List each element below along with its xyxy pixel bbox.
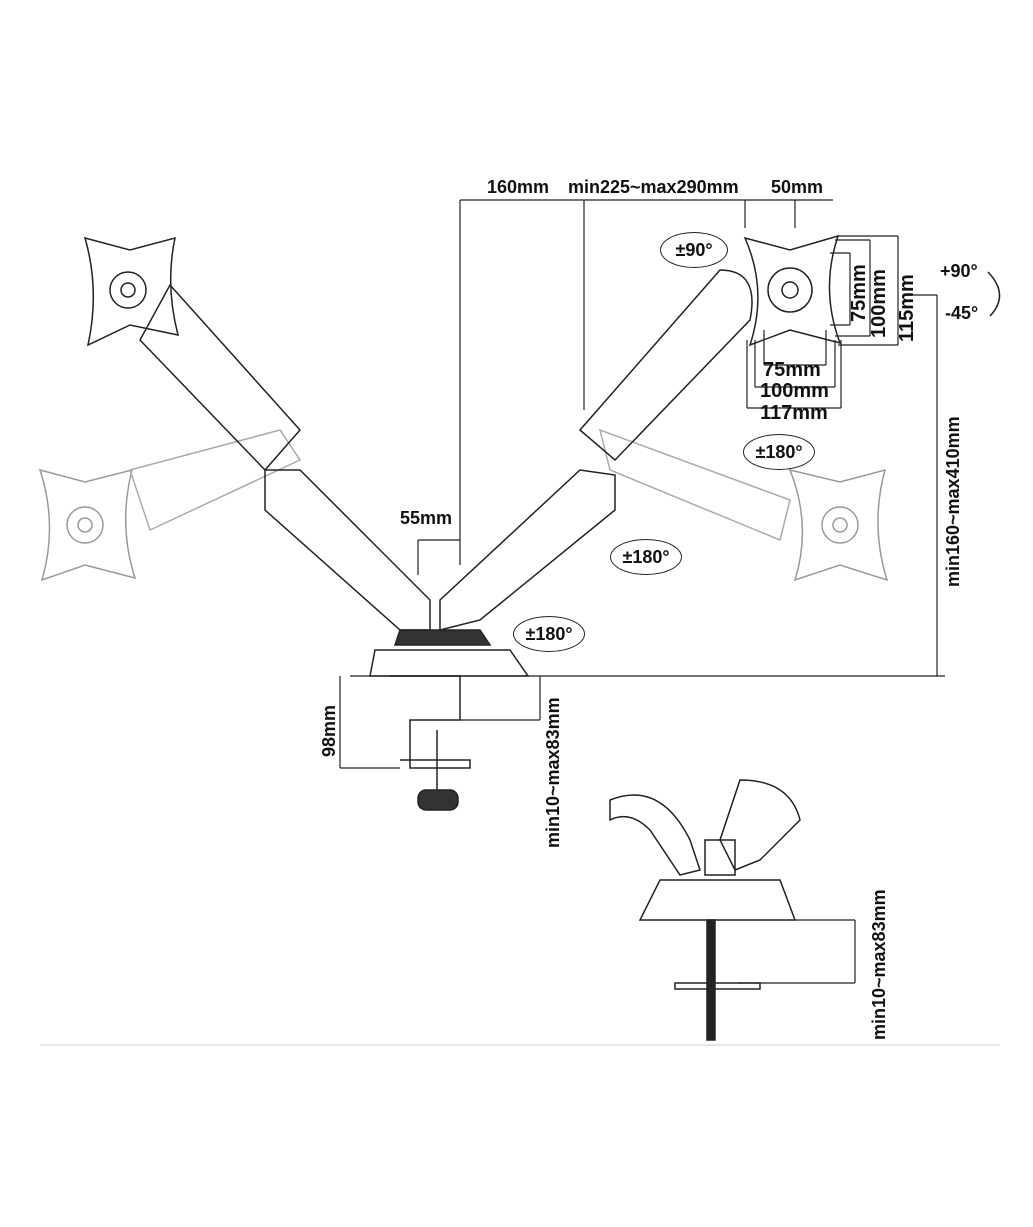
clamp-knob xyxy=(417,789,459,811)
head-rotation-badge: ±180° xyxy=(743,434,815,470)
elbow-rotation-badge: ±180° xyxy=(610,539,682,575)
upper-arm-right xyxy=(578,269,753,462)
clamp-thickness-label: min10~max83mm xyxy=(543,697,563,848)
tilt-down-label: -45° xyxy=(945,303,979,323)
vesa-horizontal-100: 100mm xyxy=(760,380,829,402)
pole-gap-label: 55mm xyxy=(400,508,453,528)
grommet-plate xyxy=(674,982,761,990)
vesa-plate-lower-right xyxy=(788,468,889,582)
swivel-rotation-badge: ±90° xyxy=(660,232,728,268)
arm-ghost-right xyxy=(598,428,791,542)
vesa-vertical-75: 75mm xyxy=(848,264,870,322)
vesa-plate-lower-left xyxy=(38,468,137,582)
grommet-thickness-label: min10~max83mm xyxy=(869,889,889,1040)
tilt-arrow-icon xyxy=(987,271,1001,317)
clamp-depth-label: 98mm xyxy=(319,704,339,757)
dimension-lines xyxy=(339,199,945,984)
vesa-horizontal-117: 117mm xyxy=(760,402,828,424)
vesa-vertical-115: 115mm xyxy=(896,274,918,342)
arm-offset-label: 160mm xyxy=(487,177,550,197)
arm-reach-label: min225~max290mm xyxy=(568,177,739,197)
base xyxy=(369,649,530,677)
head-rotation-label: ±180° xyxy=(755,442,803,462)
grommet-arm-left xyxy=(609,794,701,876)
vesa-horizontal-75: 75mm xyxy=(763,359,821,381)
arm-ghost-left xyxy=(129,429,302,532)
head-offset-label: 50mm xyxy=(771,177,824,197)
grommet-rod xyxy=(706,919,716,1041)
base-rotation-badge: ±180° xyxy=(513,616,585,652)
grommet-arm-right xyxy=(719,779,801,871)
vesa-plate-upper-right xyxy=(743,234,842,347)
vesa-plate-upper-left xyxy=(83,236,180,347)
swivel-label: ±90° xyxy=(675,240,713,260)
grommet-base xyxy=(638,879,797,921)
pole-collar xyxy=(393,629,492,646)
upper-arm-left xyxy=(139,283,302,472)
lower-arm-left xyxy=(264,469,431,631)
tilt-up-label: +90° xyxy=(940,261,978,281)
lower-arm-right xyxy=(439,469,616,631)
base-rotation-label: ±180° xyxy=(525,624,573,644)
elbow-rotation-label: ±180° xyxy=(622,547,670,567)
clamp xyxy=(390,675,471,769)
grommet-pole xyxy=(704,839,736,876)
height-range-label: min160~max410mm xyxy=(943,416,963,587)
vesa-vertical-100: 100mm xyxy=(868,269,890,338)
